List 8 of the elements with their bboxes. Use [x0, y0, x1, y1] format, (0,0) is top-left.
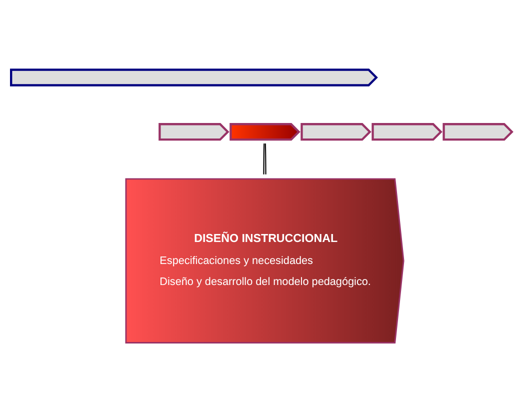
- node-arrow: [230, 122, 300, 140]
- connector: [263, 142, 265, 174]
- connector: [264, 142, 266, 174]
- node-arrow: [442, 122, 514, 140]
- node-arrow: [158, 122, 230, 140]
- node-arrow: [10, 68, 378, 86]
- node-arrow: [300, 122, 372, 140]
- node-arrow: [372, 122, 442, 140]
